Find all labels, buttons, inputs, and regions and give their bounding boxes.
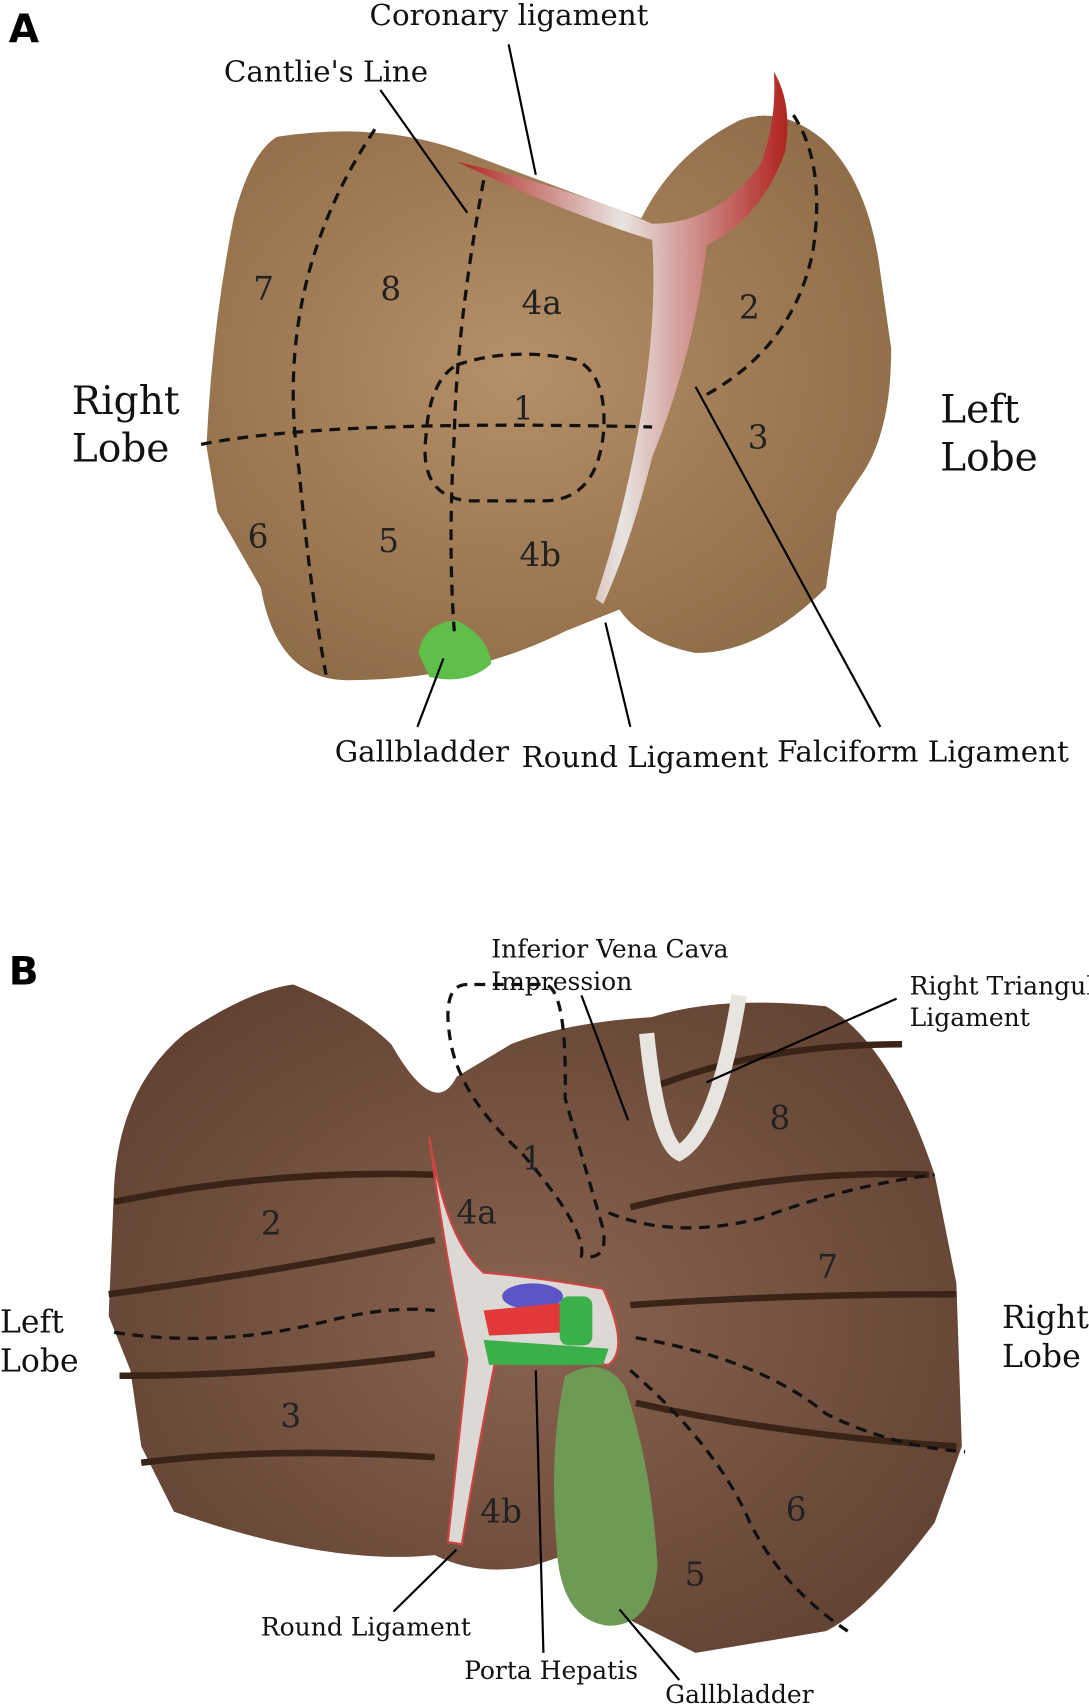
label-left-lobe-1: Left [940,388,1020,433]
panel-b: B 8 1 2 4a 7 [0,934,1089,1706]
segment-1: 1 [522,1139,543,1177]
segment-1: 1 [513,389,534,427]
segment-4b: 4b [520,536,562,574]
panel-a: A 7 8 4a 2 1 3 6 5 4b Coronary ligament … [9,0,1069,774]
label-cantlies-line: Cantlie's Line [224,54,428,88]
label-falciform-ligament: Falciform Ligament [777,735,1069,769]
segment-6: 6 [786,1490,807,1528]
segment-8: 8 [769,1099,790,1137]
segment-5: 5 [685,1556,706,1594]
segment-2: 2 [261,1204,282,1242]
label-gallbladder-a: Gallbladder [335,735,510,769]
gallbladder-b [554,1367,658,1626]
segment-7: 7 [817,1248,838,1286]
label-ivc-2: Impression [491,967,632,996]
segment-labels-b: 8 1 2 4a 7 3 6 4b 5 [261,1099,838,1593]
label-left-lobe-b-1: Left [0,1304,64,1340]
segment-4a: 4a [522,284,562,322]
segment-2: 2 [739,288,760,326]
panel-a-letter: A [9,7,40,52]
porta-hepatis-vessels [483,1283,609,1365]
label-right-lobe-b-1: Right [1002,1300,1089,1336]
label-round-ligament-b: Round Ligament [261,1613,471,1642]
label-gallbladder-b: Gallbladder [665,1680,813,1706]
right-triangular-ligament [639,994,747,1162]
segment-8: 8 [380,270,401,308]
label-right-lobe-2: Lobe [72,427,170,472]
label-rtl-1: Right Triangular [910,971,1089,1000]
label-ivc-1: Inferior Vena Cava [491,934,728,963]
liver-anterior-shape [206,115,892,681]
label-right-lobe-b-2: Lobe [1002,1339,1081,1375]
label-right-lobe-1: Right [72,379,180,424]
label-coronary-ligament: Coronary ligament [370,0,649,32]
segment-3: 3 [280,1397,301,1435]
segment-7: 7 [253,270,274,308]
label-porta-hepatis: Porta Hepatis [464,1656,638,1685]
segment-labels-a: 7 8 4a 2 1 3 6 5 4b [248,270,769,574]
segment-4a: 4a [456,1194,496,1232]
label-left-lobe-b-2: Lobe [0,1343,79,1379]
segment-5: 5 [378,522,399,560]
label-rtl-2: Ligament [910,1003,1030,1032]
panel-b-letter: B [9,950,39,995]
label-round-ligament-a: Round Ligament [522,740,769,774]
segment-6: 6 [248,518,269,556]
segment-3: 3 [748,419,769,457]
gallbladder-a [418,620,492,680]
segment-4b: 4b [480,1492,522,1530]
label-left-lobe-2: Lobe [940,435,1038,480]
